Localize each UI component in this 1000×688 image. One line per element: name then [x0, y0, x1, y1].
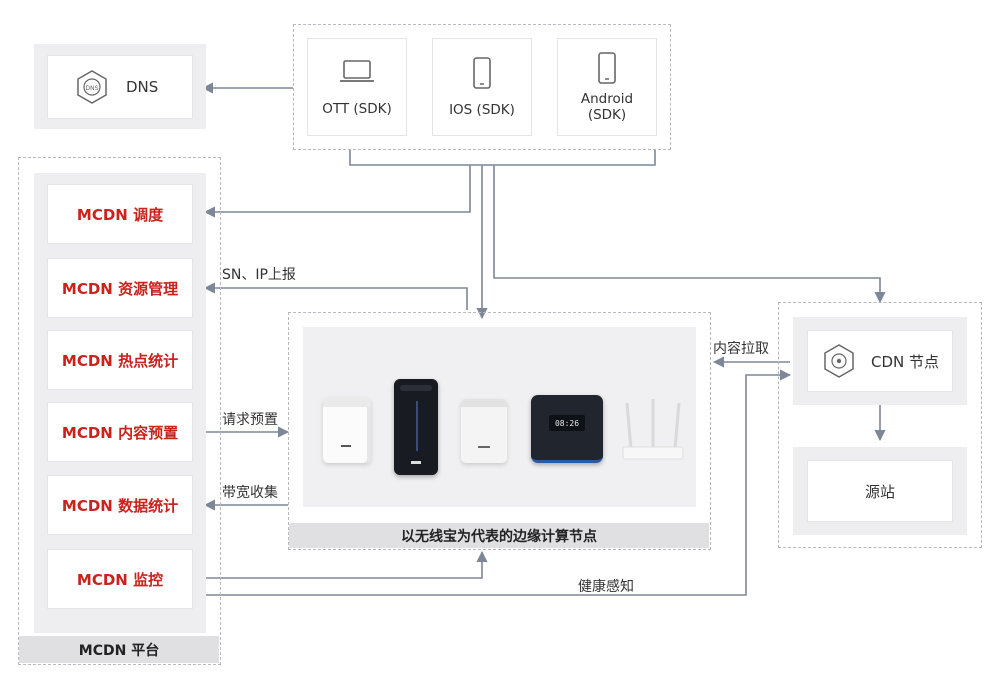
client-bus — [349, 150, 656, 166]
laptop-icon — [340, 60, 374, 82]
mcdn-platform-group: MCDN 调度 MCDN 资源管理 MCDN 热点统计 MCDN 内容预置 MC… — [18, 157, 221, 665]
dns-label: DNS — [126, 78, 159, 96]
client-label: OTT (SDK) — [322, 101, 392, 117]
white-router-device — [323, 397, 371, 463]
arrow-report — [203, 282, 468, 310]
arrow-to-mcdn-schedule — [203, 165, 471, 218]
arrow-monitor-edge — [205, 550, 488, 579]
phone-icon — [473, 57, 491, 89]
cdn-node-panel: CDN 节点 — [793, 317, 967, 405]
flow-label-preload: 请求预置 — [222, 412, 278, 428]
white-box-device — [461, 399, 507, 463]
cdn-group: CDN 节点 源站 — [778, 302, 982, 548]
edge-node-caption: 以无线宝为代表的边缘计算节点 — [289, 523, 709, 548]
client-ott[interactable]: OTT (SDK) — [308, 39, 406, 135]
origin-panel: 源站 — [793, 447, 967, 535]
arrow-health — [205, 369, 792, 596]
origin-card[interactable]: 源站 — [808, 461, 952, 521]
dns-card[interactable]: DNS DNS — [48, 56, 192, 118]
client-label: IOS (SDK) — [449, 102, 515, 118]
flow-label-pull: 内容拉取 — [713, 341, 769, 357]
arrow-to-cdn — [493, 165, 886, 304]
mcdn-item-monitor[interactable]: MCDN 监控 — [48, 550, 192, 608]
mcdn-item-datastats[interactable]: MCDN 数据统计 — [48, 476, 192, 534]
flow-label-bandwidth: 带宽收集 — [222, 485, 278, 501]
dns-panel: DNS DNS — [34, 44, 206, 129]
edge-node-group: 08:26 以无线宝为代表的边缘计算节点 — [288, 312, 711, 550]
flow-label-health: 健康感知 — [578, 579, 634, 595]
antenna-router-device — [621, 397, 685, 467]
svg-text:DNS: DNS — [86, 85, 99, 92]
device-clock: 08:26 — [549, 415, 585, 431]
mcdn-item-schedule[interactable]: MCDN 调度 — [48, 185, 192, 243]
edge-device-panel: 08:26 — [303, 327, 696, 507]
mcdn-item-hotspot[interactable]: MCDN 热点统计 — [48, 331, 192, 389]
display-box-device: 08:26 — [531, 395, 603, 463]
mcdn-platform-title: MCDN 平台 — [19, 636, 219, 663]
black-router-device — [394, 379, 438, 475]
cdn-node-card[interactable]: CDN 节点 — [808, 331, 952, 391]
mcdn-panel: MCDN 调度 MCDN 资源管理 MCDN 热点统计 MCDN 内容预置 MC… — [34, 173, 206, 633]
flow-label-report: SN、IP上报 — [222, 267, 296, 283]
cdn-cube-icon — [824, 344, 854, 378]
phone-icon — [598, 52, 616, 84]
mcdn-item-preload[interactable]: MCDN 内容预置 — [48, 403, 192, 461]
client-label: Android (SDK) — [580, 91, 634, 123]
client-android[interactable]: Android (SDK) — [558, 39, 656, 135]
cdn-node-label: CDN 节点 — [870, 352, 939, 371]
client-ios[interactable]: IOS (SDK) — [433, 39, 531, 135]
client-sdk-group: OTT (SDK) IOS (SDK) Android (SDK) — [293, 24, 671, 150]
dns-cube-icon: DNS — [77, 70, 107, 104]
mcdn-item-resource[interactable]: MCDN 资源管理 — [48, 259, 192, 317]
